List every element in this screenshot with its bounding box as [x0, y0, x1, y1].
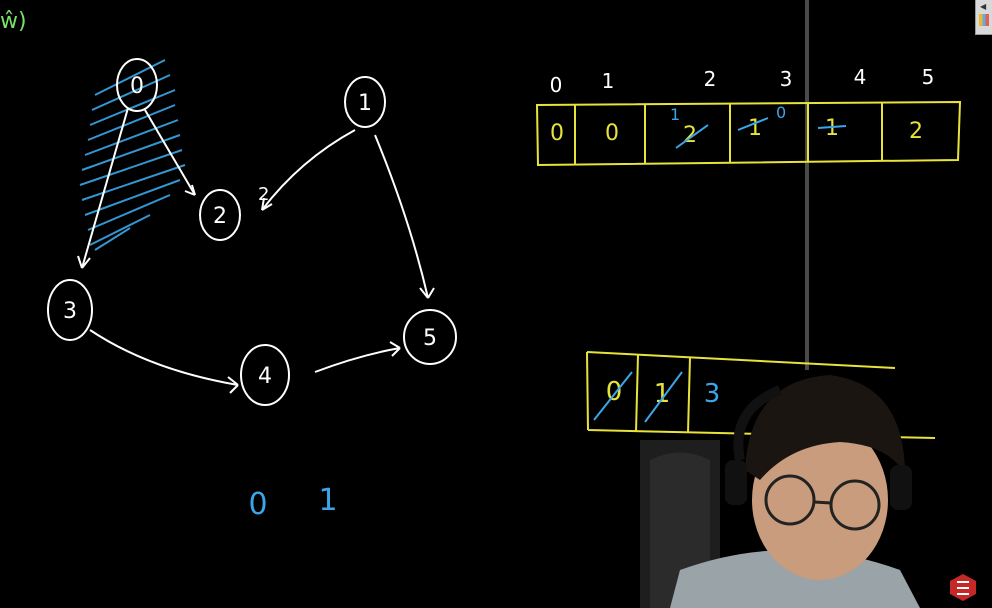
graph-node-5: 5 [403, 309, 457, 365]
edge-0-3 [81, 107, 129, 269]
output-order: 0 1 [248, 483, 337, 522]
node-label: 0 [130, 74, 144, 99]
array-cell: 1 [825, 116, 839, 141]
scribble-mark [79, 59, 186, 251]
channel-logo-icon [950, 574, 976, 601]
screen-divider [805, 0, 809, 370]
node-label: 5 [423, 326, 437, 351]
scroll-widget[interactable]: ◀ [975, 0, 992, 35]
edge-1-2 [261, 129, 356, 211]
node-label: 1 [358, 91, 372, 116]
edge-1-5 [374, 134, 429, 299]
array-indices: 0 1 2 3 4 5 [550, 65, 935, 97]
queue: 0 1 3 [586, 351, 936, 439]
array-cell: 1 [748, 116, 762, 141]
graph-node-3: 3 [47, 279, 93, 341]
graph-node-4: 4 [240, 344, 290, 406]
array-index: 3 [780, 67, 793, 91]
edge-3-4 [89, 329, 239, 386]
collapse-arrow-icon[interactable]: ◀ [980, 2, 987, 11]
edge-0-2 [144, 109, 196, 196]
array-index: 5 [922, 65, 935, 89]
array-cell: 0 [605, 121, 619, 146]
output-item: 0 [248, 487, 267, 522]
graph-edges [77, 107, 435, 394]
array-cell: 2 [683, 123, 697, 148]
array-index: 0 [550, 73, 563, 97]
node-label: 3 [63, 299, 77, 324]
array-index: 2 [704, 67, 717, 91]
array-update: 0 [776, 103, 786, 122]
array-cell: 2 [909, 119, 923, 144]
array-cell: 0 [550, 121, 564, 146]
node-label: 2 [213, 204, 227, 229]
queue-item: 1 [654, 379, 671, 409]
corner-mark: ŵ) [0, 9, 27, 34]
graph-node-1: 1 [344, 76, 386, 128]
queue-item: 3 [704, 379, 721, 409]
array-update: 1 [670, 105, 680, 124]
graph-node-0: 0 [116, 58, 158, 112]
edge-label: 2 [258, 184, 269, 205]
node-label: 4 [258, 364, 272, 389]
array-index: 1 [602, 69, 615, 93]
array-index: 4 [854, 65, 867, 89]
webcam-overlay [640, 350, 940, 608]
output-item: 1 [318, 483, 337, 518]
graph-node-2: 2 [199, 189, 241, 241]
indegree-array: 0 1 2 3 4 5 0 0 2 1 1 2 1 [535, 65, 962, 167]
toolbar-icon [979, 14, 989, 26]
edge-4-5 [314, 347, 401, 373]
